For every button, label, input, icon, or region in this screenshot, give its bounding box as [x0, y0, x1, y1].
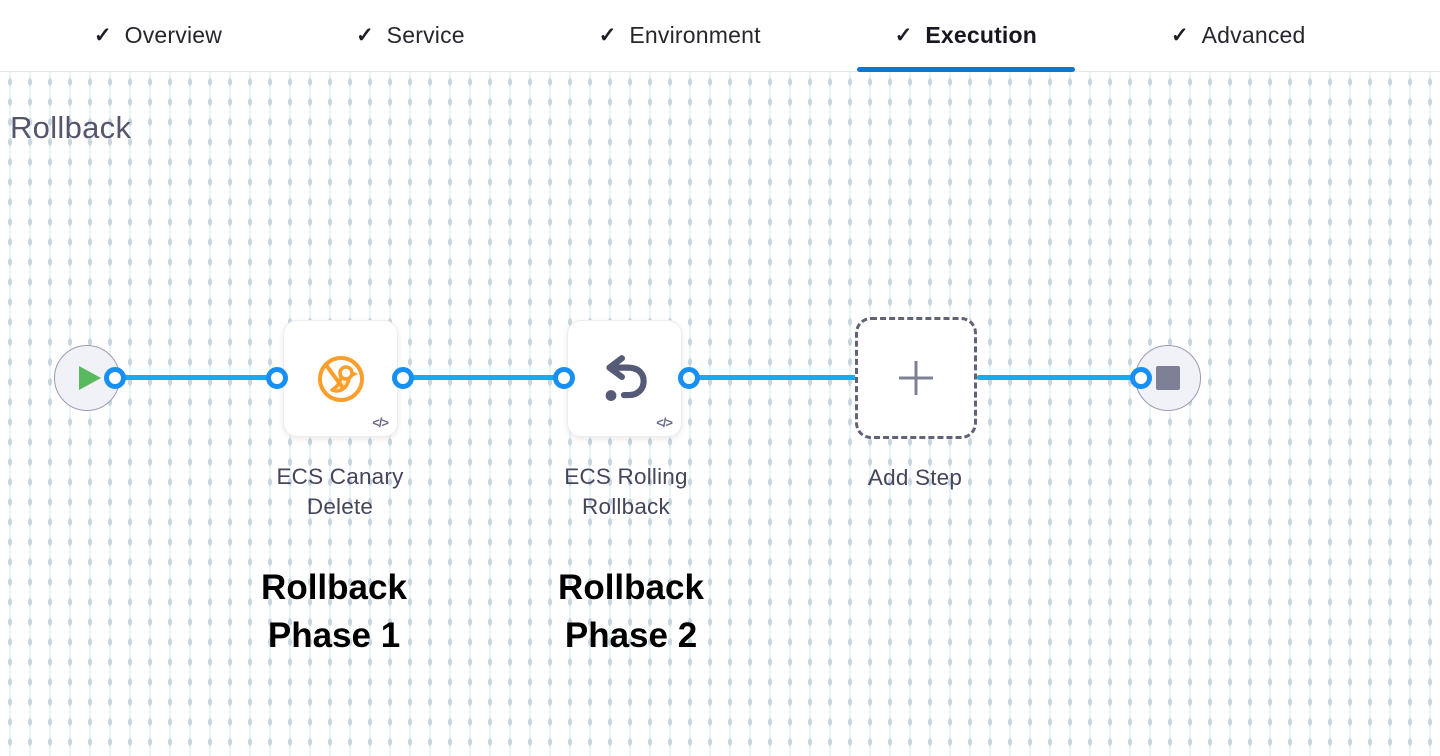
active-tab-underline — [856, 67, 1076, 72]
port-step2-out[interactable] — [678, 367, 700, 389]
plus-icon — [899, 361, 933, 395]
step-ecs-canary-delete[interactable]: </> — [283, 320, 398, 437]
port-step1-out[interactable] — [392, 367, 414, 389]
check-icon: ✓ — [894, 24, 913, 47]
tab-label: Advanced — [1201, 22, 1306, 48]
canary-delete-icon — [317, 355, 364, 402]
add-step-label: Add Step — [867, 465, 963, 490]
tab-advanced[interactable]: ✓ Advanced — [1133, 0, 1344, 71]
execution-graph-canvas[interactable]: Rollback </> </> — [0, 72, 1440, 756]
check-icon: ✓ — [1171, 24, 1189, 47]
tab-environment[interactable]: ✓ Environment — [561, 0, 799, 71]
step1-label: ECS Canary Delete — [276, 464, 404, 520]
yaml-code-badge[interactable]: </> — [656, 415, 673, 430]
tab-execution[interactable]: ✓ Execution — [856, 0, 1076, 72]
port-step2-in[interactable] — [553, 367, 575, 389]
stop-icon — [1156, 366, 1180, 390]
rolling-rollback-icon — [605, 354, 647, 401]
check-icon: ✓ — [94, 24, 112, 47]
tab-label: Service — [386, 22, 465, 48]
edge-addstep-to-end — [977, 375, 1141, 380]
step2-label: ECS Rolling Rollback — [564, 464, 688, 520]
port-end-in[interactable] — [1130, 367, 1152, 389]
edge-step2-to-addstep — [689, 375, 857, 380]
annotation-rollback-phase-2: Rollback Phase 2 — [558, 568, 704, 656]
tab-service[interactable]: ✓ Service — [318, 0, 503, 71]
edge-step1-to-step2 — [403, 375, 564, 380]
stage-config-tabbar: ✓ Overview ✓ Service ✓ Environment ✓ Exe… — [0, 0, 1440, 72]
port-start-out[interactable] — [104, 367, 126, 389]
tab-label: Overview — [124, 22, 223, 48]
step-ecs-rolling-rollback[interactable]: </> — [567, 320, 682, 437]
check-icon: ✓ — [598, 24, 617, 47]
play-icon — [78, 366, 101, 390]
yaml-code-badge[interactable]: </> — [372, 415, 389, 430]
annotation-rollback-phase-1: Rollback Phase 1 — [261, 568, 407, 656]
port-step1-in[interactable] — [266, 367, 288, 389]
check-icon: ✓ — [356, 24, 374, 47]
rollback-section-heading: Rollback — [10, 110, 132, 145]
tab-label: Environment — [629, 22, 761, 48]
tab-overview[interactable]: ✓ Overview — [56, 0, 260, 71]
add-step-button[interactable] — [855, 317, 977, 439]
tab-label: Execution — [925, 22, 1038, 48]
edge-start-to-step1 — [115, 375, 277, 380]
